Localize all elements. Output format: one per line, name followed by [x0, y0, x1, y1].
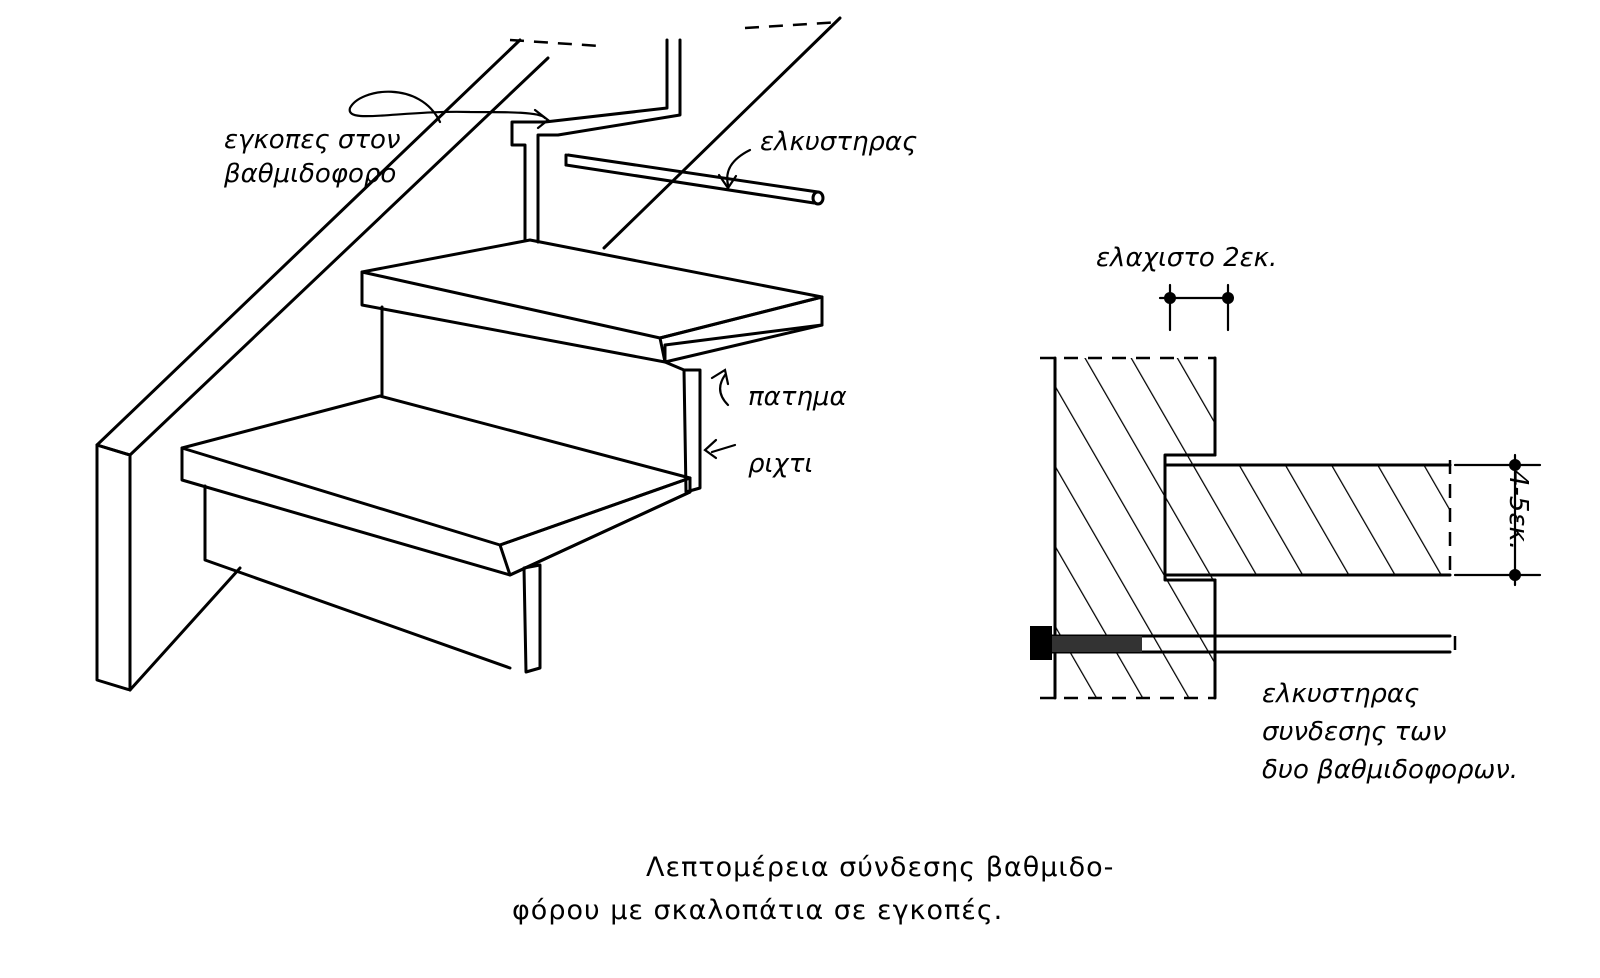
- upper-tread: [360, 238, 824, 397]
- label-tie-rod-bottom-line3: δυο βαθμιδοφορων.: [1262, 755, 1518, 785]
- label-riser: ριχτι: [748, 449, 813, 479]
- caption-line1: Λεπτομέρεια σύνδεσης βαθμιδο-: [646, 852, 1115, 883]
- handwritten-labels: εγκοπες στον βαθμιδοφορο ελκυστηρας πατη…: [223, 125, 1533, 785]
- label-tie-rod-top: ελκυστηρας: [760, 127, 917, 157]
- middle-riser: [663, 360, 702, 494]
- upper-notch: [510, 38, 682, 244]
- tie-rod-section: [1030, 626, 1457, 660]
- caption-line2: φόρου με σκαλοπάτια σε εγκοπές.: [512, 895, 1004, 926]
- lower-riser: [522, 563, 542, 674]
- section-detail: [1030, 283, 1542, 700]
- perspective-stair: [95, 16, 842, 692]
- lower-tread: [180, 394, 692, 670]
- label-tie-rod-bottom-line2: συνδεσης των: [1262, 717, 1446, 747]
- label-tie-rod-bottom-line1: ελκυστηρας: [1262, 679, 1419, 709]
- label-notches-line1: εγκοπες στον: [224, 125, 400, 155]
- tie-rod-top: [564, 153, 825, 206]
- dim-min-2cm: [1158, 283, 1234, 332]
- dim-thickness: [1453, 453, 1542, 587]
- label-min-2cm: ελαχιστο 2εκ.: [1096, 243, 1277, 273]
- label-notches-line2: βαθμιδοφορο: [223, 159, 396, 189]
- label-tread: πατημα: [748, 382, 847, 412]
- stringer: [95, 16, 842, 692]
- label-arrows: [348, 90, 752, 460]
- label-thickness: 4-5εκ.: [1503, 470, 1533, 550]
- tread-section: [1160, 453, 1452, 582]
